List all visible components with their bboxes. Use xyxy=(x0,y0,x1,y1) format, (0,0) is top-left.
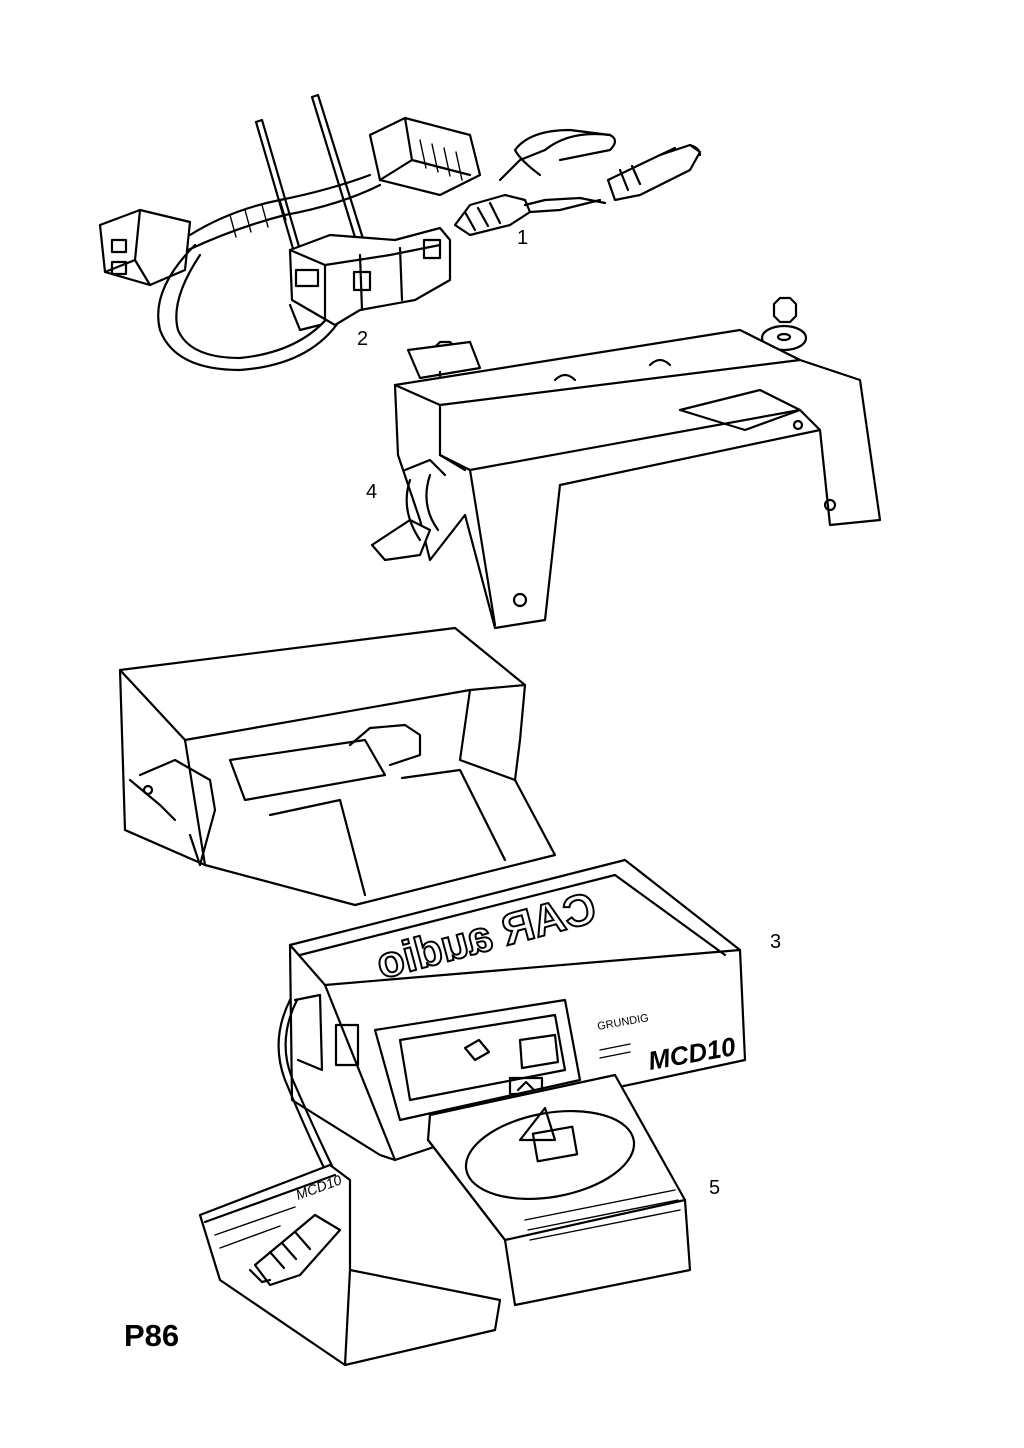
page-code: P86 xyxy=(124,1318,180,1353)
changer-cable-and-manual: MCD10 xyxy=(198,998,502,1367)
callout-part-5: 5 xyxy=(709,1177,721,1199)
callout-part-3: 3 xyxy=(770,931,782,953)
housing-sleeve xyxy=(118,626,557,907)
part-4-mounting-bracket xyxy=(370,296,882,630)
part-2-wiring-harness xyxy=(98,93,482,372)
part-5-cd-magazine xyxy=(426,1073,692,1307)
callout-part-1: 1 xyxy=(517,227,529,249)
callout-part-2: 2 xyxy=(357,328,369,350)
part-1-cable-connector xyxy=(453,128,702,237)
callout-part-4: 4 xyxy=(366,481,378,503)
